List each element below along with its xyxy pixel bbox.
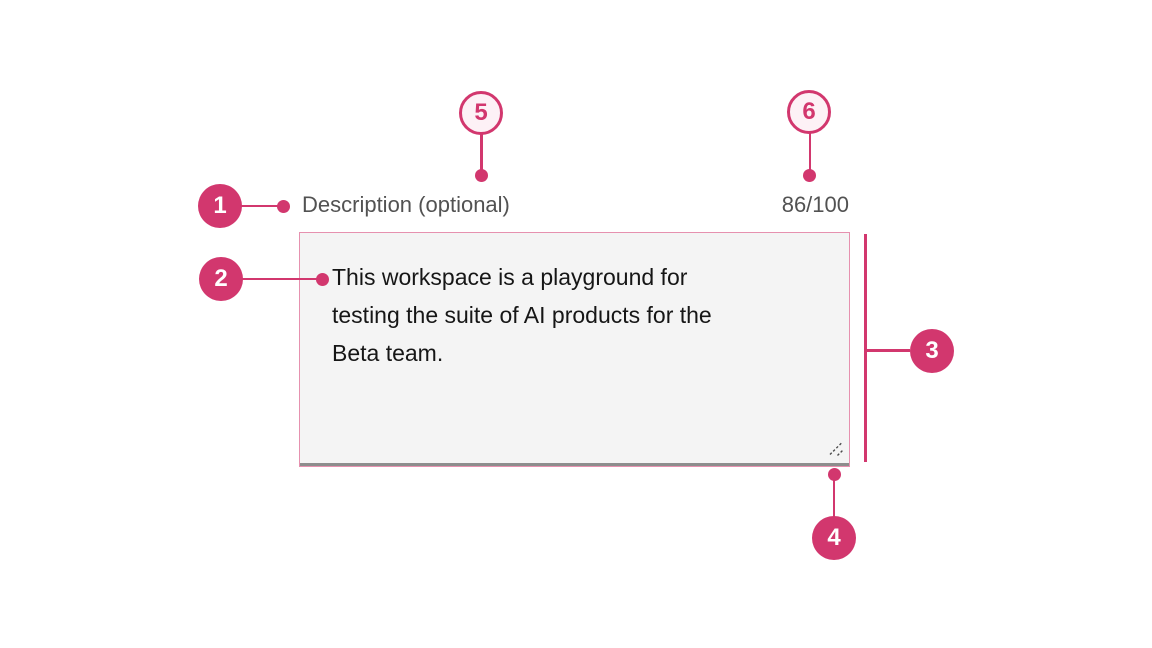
callout-1-dot (276, 199, 290, 213)
callout-marker-5: 5 (459, 91, 503, 135)
callout-marker-6: 6 (787, 90, 831, 134)
callout-4-connector (832, 478, 835, 518)
callout-marker-1: 1 (198, 184, 242, 228)
callout-5-dot (474, 169, 488, 182)
callout-2-connector (241, 277, 319, 280)
callout-6-dot (803, 168, 816, 182)
callout-marker-2: 2 (199, 257, 243, 301)
callout-3-connector (866, 349, 910, 352)
character-counter: 86/100 (781, 192, 849, 217)
textarea-field: This workspace is a playground for testi… (300, 233, 849, 466)
description-textarea[interactable]: This workspace is a playground for testi… (300, 233, 849, 463)
callout-1-connector (240, 204, 284, 207)
callout-marker-3: 3 (910, 329, 954, 373)
callout-6-connector (808, 133, 811, 171)
callout-5-connector (480, 134, 483, 172)
callout-marker-4: 4 (812, 516, 856, 560)
callout-3-bracket (864, 234, 867, 462)
resize-handle-icon[interactable] (827, 439, 845, 457)
callout-4-dot (827, 467, 841, 481)
textarea-label: Description (optional) (302, 192, 510, 217)
callout-2-dot (315, 272, 329, 286)
